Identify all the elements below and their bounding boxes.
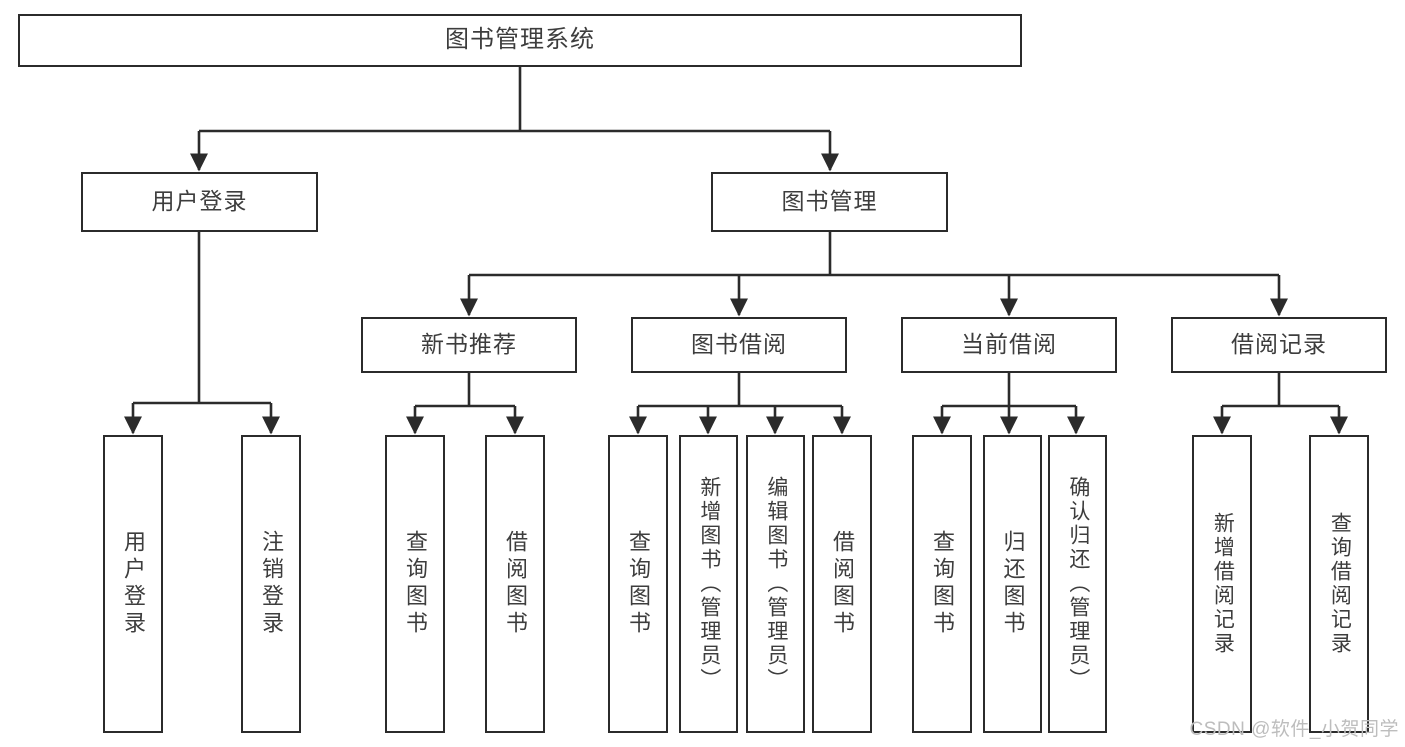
node-label: 借阅图书 [829, 530, 855, 638]
leaf-add-borrow-record[interactable]: 新增借阅记录 [1192, 435, 1252, 733]
node-label: 查询图书 [625, 530, 651, 638]
node-label: 当前借阅 [961, 331, 1057, 358]
node-label: 注销登录 [258, 530, 284, 638]
leaf-query-borrow-record[interactable]: 查询借阅记录 [1309, 435, 1369, 733]
leaf-borrow-book-recommend[interactable]: 借阅图书 [485, 435, 545, 733]
node-label: 用户登录 [151, 188, 248, 215]
node-label: 图书管理 [781, 188, 878, 215]
node-user-login[interactable]: 用户登录 [81, 172, 318, 232]
leaf-add-book[interactable]: 新增图书（管理员） [679, 435, 738, 733]
node-book-management-system[interactable]: 图书管理系统 [18, 14, 1022, 67]
node-borrow-record[interactable]: 借阅记录 [1171, 317, 1387, 373]
node-label: 新增图书（管理员） [697, 476, 721, 692]
leaf-edit-book[interactable]: 编辑图书（管理员） [746, 435, 805, 733]
node-label: 借阅记录 [1231, 331, 1327, 358]
node-label: 查询图书 [402, 530, 428, 638]
leaf-logout[interactable]: 注销登录 [241, 435, 301, 733]
node-new-book-recommend[interactable]: 新书推荐 [361, 317, 577, 373]
node-label: 归还图书 [1000, 530, 1026, 638]
leaf-user-login[interactable]: 用户登录 [103, 435, 163, 733]
node-current-borrow[interactable]: 当前借阅 [901, 317, 1117, 373]
node-label: 编辑图书（管理员） [764, 476, 788, 692]
node-label: 新书推荐 [421, 331, 517, 358]
node-label: 确认归还（管理员） [1066, 476, 1090, 692]
leaf-query-book-borrow[interactable]: 查询图书 [608, 435, 668, 733]
leaf-borrow-book[interactable]: 借阅图书 [812, 435, 872, 733]
leaf-query-book-current[interactable]: 查询图书 [912, 435, 972, 733]
node-label: 新增借阅记录 [1211, 512, 1235, 656]
node-label: 用户登录 [120, 530, 146, 638]
node-book-borrow[interactable]: 图书借阅 [631, 317, 847, 373]
node-label: 查询借阅记录 [1328, 512, 1352, 656]
leaf-query-book-recommend[interactable]: 查询图书 [385, 435, 445, 733]
node-label: 借阅图书 [502, 530, 528, 638]
node-label: 图书借阅 [691, 331, 787, 358]
node-label: 查询图书 [929, 530, 955, 638]
node-book-management[interactable]: 图书管理 [711, 172, 948, 232]
watermark: CSDN @软件_小贺同学 [1189, 719, 1399, 740]
leaf-confirm-return[interactable]: 确认归还（管理员） [1048, 435, 1107, 733]
leaf-return-book[interactable]: 归还图书 [983, 435, 1042, 733]
node-label: 图书管理系统 [445, 26, 595, 54]
